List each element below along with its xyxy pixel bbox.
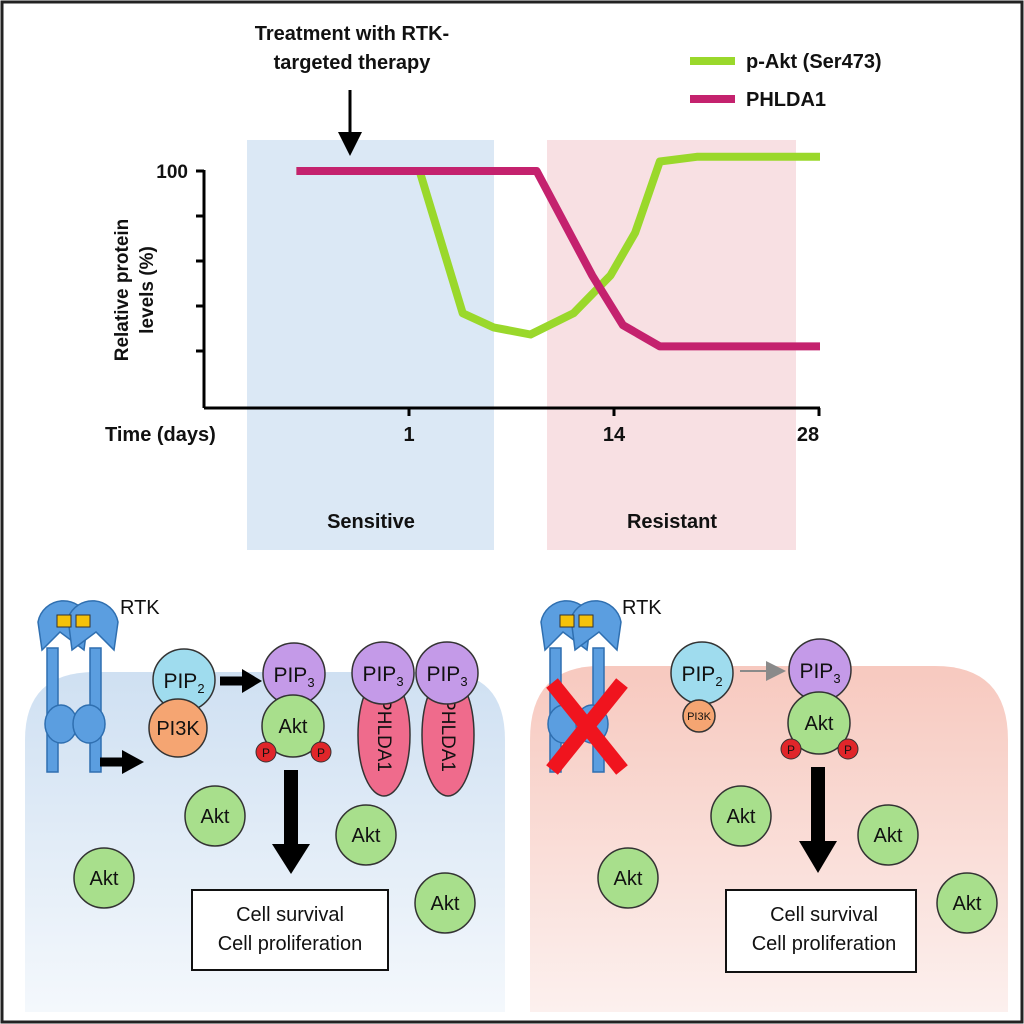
phospho-group [255,741,277,763]
inhibition-x-mark [546,678,628,775]
series-phlda1-line [296,167,820,351]
free-akt-node [73,847,135,909]
free-akt-node [414,872,476,934]
treatment-arrow [338,90,362,156]
pip3-label: PIP3 [426,663,467,689]
x-tick-label-1: 1 [403,424,414,446]
free-akt-node [936,872,998,934]
x-tick-label-28: 28 [797,424,819,446]
conversion-arrow [220,669,262,693]
pi3k-label: PI3K [687,711,712,723]
kinase-domain [56,614,72,628]
pip3-label: PIP3 [362,663,403,689]
kinase-domain [75,614,91,628]
pip3-node [351,641,415,705]
free-akt-node [184,785,246,847]
series-pakt-line [296,152,820,339]
treatment-annotation-line1: Treatment with RTK- [255,23,449,45]
pi3k-node-reduced [682,699,716,733]
free-akt-label: Akt [352,825,381,847]
pi3k-label: PI3K [156,718,200,740]
free-akt-label: Akt [431,893,460,915]
line-chart: Treatment with RTK- targeted therapy 100… [105,23,882,550]
y-tick-marks [196,169,204,353]
free-akt-node [857,804,919,866]
legend: p-Akt (Ser473) PHLDA1 [690,51,882,111]
pip3-label: PIP3 [799,660,840,686]
legend-label-phlda1: PHLDA1 [746,89,826,111]
free-akt-label: Akt [614,868,643,890]
region-label-sensitive: Sensitive [327,511,415,533]
pi3k-node [148,698,208,758]
phlda1-label: PHLDA1 [373,698,394,772]
outcome-line1: Cell survival [236,904,344,926]
outcome-line1: Cell survival [770,904,878,926]
phospho-label: P [317,746,325,760]
akt-node-bound [787,691,851,755]
legend-label-pakt: p-Akt (Ser473) [746,51,882,73]
series-layer [296,152,820,351]
akt-label-bound: Akt [805,713,834,735]
phospho-group [310,741,332,763]
kinase-domain [559,614,575,628]
free-akt-node [597,847,659,909]
free-akt-node [335,804,397,866]
x-tick-marks [407,408,821,416]
treatment-annotation-line2: targeted therapy [274,52,432,74]
phospho-label: P [787,743,795,757]
downstream-arrow [272,770,310,874]
outcome-box [191,889,389,971]
downstream-arrow [799,767,837,873]
pip3-label: PIP3 [273,664,314,690]
pip2-label: PIP2 [681,663,722,689]
phospho-label: P [262,746,270,760]
sensitive-cell-panel: RTK PIP2 PI3K PIP3 Akt P P PHLDA1 PHLDA1… [25,597,505,1012]
free-akt-label: Akt [201,806,230,828]
x-axis-label: Time (days) [105,424,216,446]
free-akt-node [710,785,772,847]
activation-arrow [100,750,144,774]
phlda1-label: PHLDA1 [437,698,458,772]
rtk-label: RTK [120,597,160,619]
y-axis-label-line2: levels (%) [137,246,158,334]
rtk-label: RTK [622,597,662,619]
outcome-line2: Cell proliferation [752,933,897,955]
phospho-group [837,738,859,760]
outcome-line2: Cell proliferation [218,933,363,955]
x-tick-label-14: 14 [603,424,626,446]
kinase-domain [578,614,594,628]
free-akt-label: Akt [953,893,982,915]
akt-node-bound [261,694,325,758]
pip3-node [415,641,479,705]
resistant-cell-panel: RTK PIP2 PI3K PIP3 Akt P P Akt Akt Akt [530,597,1008,1012]
region-label-resistant: Resistant [627,511,717,533]
akt-label-bound: Akt [279,716,308,738]
y-axis-label-line1: Relative protein [112,219,133,362]
sensitive-region [247,140,494,550]
pip2-label: PIP2 [163,670,204,696]
phospho-group [780,738,802,760]
y-tick-label-100: 100 [156,162,188,183]
free-akt-label: Akt [727,806,756,828]
phospho-label: P [844,743,852,757]
free-akt-label: Akt [90,868,119,890]
rtk-receptor [37,600,119,773]
outcome-box [725,889,917,973]
free-akt-label: Akt [874,825,903,847]
